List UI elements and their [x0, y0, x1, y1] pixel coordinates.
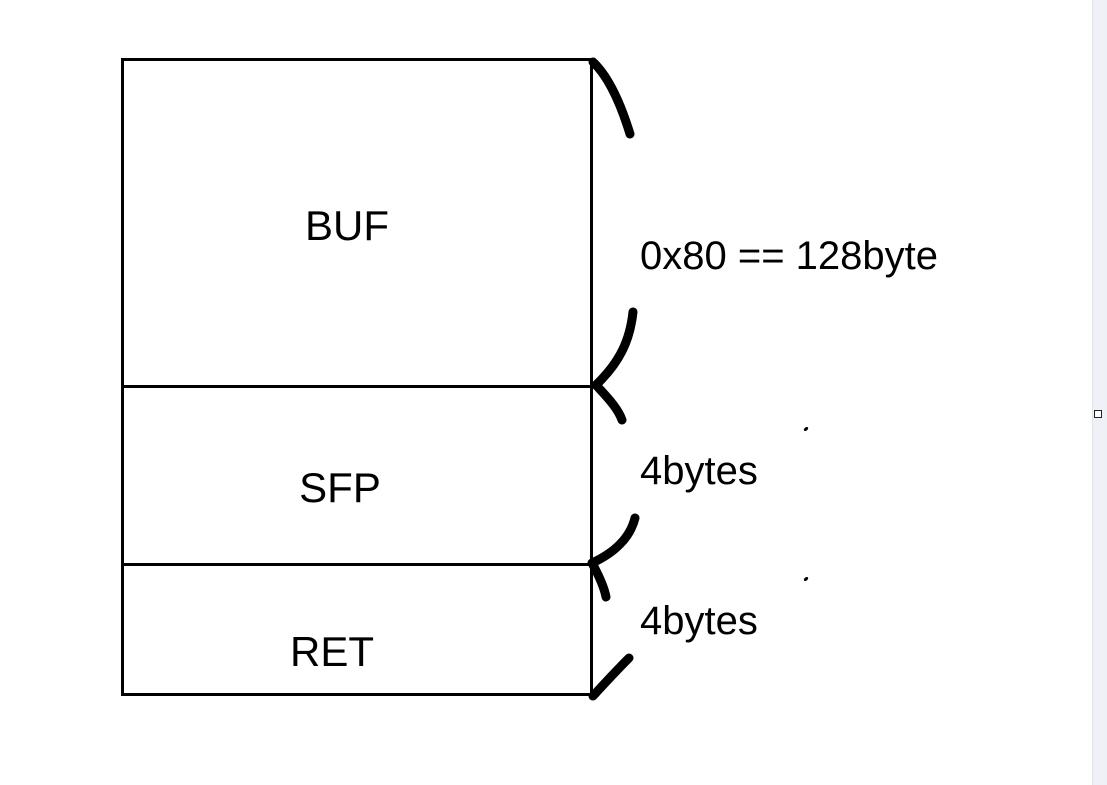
ret-tick-mark-icon [803, 576, 809, 582]
sfp-size-label: 4bytes [640, 449, 758, 493]
buf-brace-bottom-icon [591, 307, 638, 425]
buf-size-label: 0x80 == 128byte [640, 234, 939, 278]
square-handle-icon[interactable] [1094, 410, 1102, 418]
sfp-brace-bottom-icon [587, 513, 640, 602]
buf-label: BUF [305, 202, 389, 249]
sfp-label: SFP [299, 464, 381, 511]
vertical-scrollbar[interactable] [1092, 0, 1107, 785]
sfp-tick-mark-icon [803, 426, 809, 432]
buf-brace-top-icon [588, 57, 635, 139]
ret-brace-bottom-icon [588, 653, 634, 701]
ret-size-label: 4bytes [640, 599, 758, 643]
buf-sfp-divider [121, 385, 593, 388]
stack-frame-box [121, 58, 593, 696]
ret-label: RET [290, 628, 374, 675]
sfp-ret-divider [121, 563, 593, 566]
